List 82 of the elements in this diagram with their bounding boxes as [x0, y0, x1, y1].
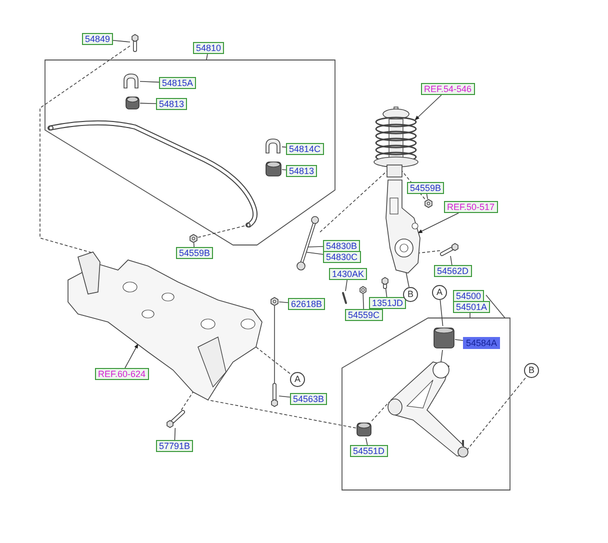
leader-line [385, 288, 388, 298]
reference-label: REF.50-517 [444, 201, 498, 213]
part-number-label: 1430AK [329, 268, 368, 280]
dashed-line [418, 250, 440, 254]
leader-line [440, 300, 444, 326]
part-number-label: 54810 [193, 42, 224, 54]
connection-marker: A [290, 372, 305, 387]
leader-line [282, 169, 286, 170]
nut-drawing [359, 286, 367, 294]
reference-label: REF.54-546 [421, 83, 475, 95]
leader-line [112, 40, 130, 42]
connection-marker: A [432, 285, 447, 300]
bolt-drawing [130, 34, 140, 51]
pin-drawing [341, 291, 348, 305]
leader-line [174, 428, 176, 440]
leader-line [426, 194, 428, 200]
dashed-line [256, 346, 290, 374]
leader-line [274, 306, 275, 384]
leader-line [278, 302, 288, 303]
bolt-drawing [381, 277, 389, 288]
bushing-drawing [356, 421, 372, 438]
part-number-label: 54559B [407, 182, 444, 194]
nut-drawing [424, 199, 433, 208]
part-number-label: 54849 [82, 33, 114, 45]
leader-line [345, 280, 348, 292]
dashed-line [466, 378, 526, 450]
bracket-drawing [264, 137, 282, 155]
dashed-line [40, 46, 130, 254]
dashed-line [320, 170, 388, 232]
part-number-label: 54830B [323, 240, 360, 252]
part-number-label: 54559C [345, 309, 383, 321]
stabilizer-link-drawing [295, 215, 320, 272]
leader-line [140, 81, 160, 83]
bushing-drawing [433, 326, 455, 350]
part-number-label: 54584A [463, 337, 500, 349]
leader-line [454, 339, 464, 341]
part-number-label: 54501A [453, 301, 490, 313]
bushing-drawing [125, 95, 140, 111]
nut-drawing [270, 297, 279, 306]
part-number-label: 54563B [290, 393, 328, 405]
leader-line [362, 294, 364, 310]
leader-line [206, 54, 208, 60]
part-number-label: 54500 [453, 290, 484, 302]
nut-drawing [189, 234, 198, 243]
strut-drawing [373, 105, 420, 178]
leader-line [306, 246, 324, 248]
part-number-label: 57791B [156, 440, 194, 452]
part-number-label: 54559B [176, 247, 214, 259]
bolt-drawing [270, 384, 279, 407]
leader-line [450, 256, 452, 266]
dashed-line [180, 392, 194, 410]
part-number-label: 1351JD [369, 297, 406, 309]
leader-line [278, 396, 290, 398]
dashed-line [402, 170, 426, 200]
connection-marker: B [403, 287, 418, 302]
bracket-drawing [122, 72, 140, 90]
part-number-label: 54551D [350, 445, 388, 457]
connection-marker: B [524, 363, 539, 378]
leader-line [366, 438, 368, 446]
part-number-label: 62618B [288, 298, 326, 310]
bolt-drawing [440, 243, 459, 256]
bushing-drawing [265, 160, 282, 178]
dashed-line [208, 400, 356, 428]
leader-line [282, 146, 286, 148]
leader-line [304, 252, 324, 255]
part-number-label: 54562D [434, 265, 472, 277]
leader-line [193, 242, 194, 248]
leader-line [440, 350, 443, 362]
dashed-line [371, 402, 390, 422]
leader-arrow [124, 344, 138, 368]
leader-line [486, 294, 506, 318]
reference-label: REF.60-624 [95, 368, 149, 380]
part-number-label: 54814C [286, 143, 324, 155]
leader-line [140, 102, 156, 104]
part-number-label: 54815A [159, 77, 196, 89]
part-number-label: 54813 [286, 165, 318, 177]
bolt-drawing [166, 410, 185, 428]
part-number-label: 54813 [156, 98, 188, 110]
leader-arrow [418, 212, 459, 234]
part-number-label: 54830C [323, 251, 361, 263]
leader-arrow [414, 94, 442, 120]
leader-line [406, 272, 410, 288]
